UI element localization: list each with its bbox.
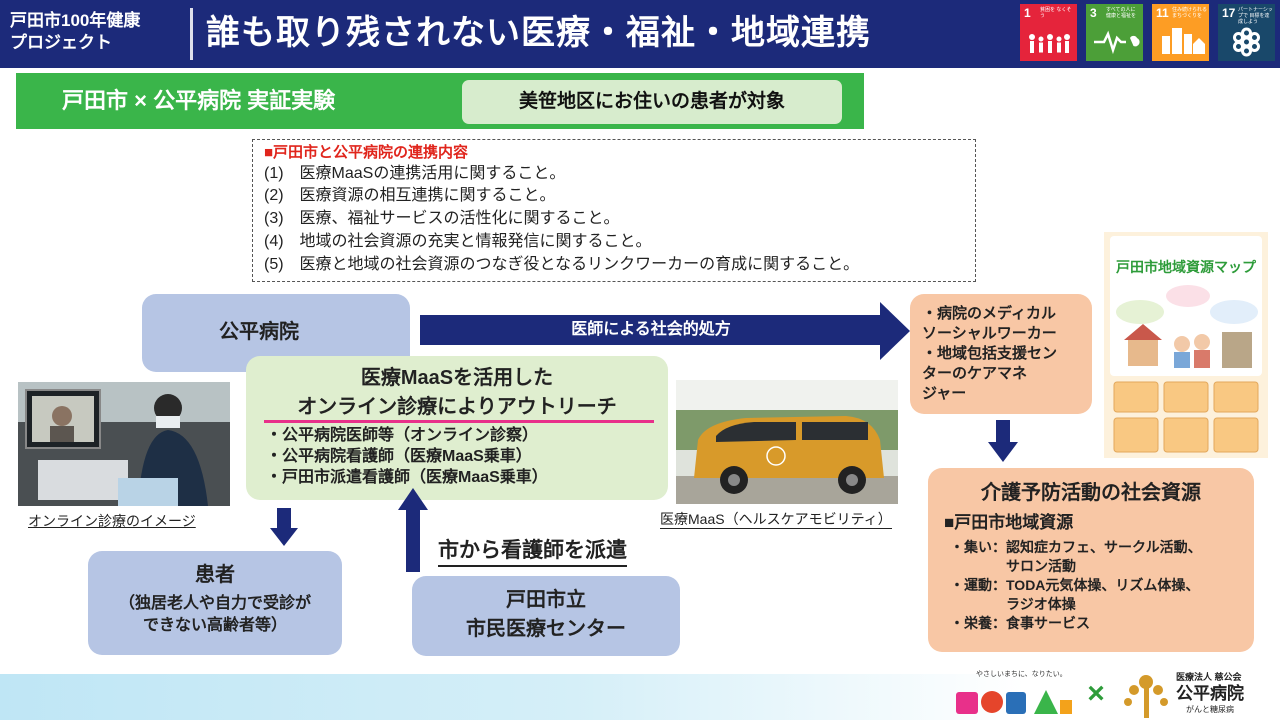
collaboration-item: (4) 地域の社会資源の充実と情報発信に関すること。 [264, 233, 652, 250]
patient-title: 患者 [195, 564, 235, 586]
arrow-down-icon [988, 420, 1018, 462]
maas-outreach-box [246, 356, 668, 500]
arrow-head-right-icon [880, 302, 910, 360]
toda-logo [956, 690, 1072, 714]
maas-item: ・戸田市派遣看護師（医療MaaS乗車） [266, 469, 548, 486]
care-resource-item: サロン活動 [950, 558, 1076, 574]
kohei-hospital-logo [1124, 675, 1168, 718]
resource-map-brochure: 戸田市地域資源マップ [1104, 232, 1268, 458]
social-prescription-label: 医師による社会的処方 [571, 321, 731, 338]
sdg-1-icon: 1 貧困を なくそう [1020, 4, 1077, 61]
vehicle-photo-caption: 医療MaaS（ヘルスケアモビリティ） [660, 511, 892, 529]
social-worker-line: ターのケアマネ [922, 365, 1028, 382]
care-resource-item: ・集い：認知症カフェ、サークル活動、 [950, 539, 1202, 555]
online-photo-caption: オンライン診療のイメージ [28, 513, 196, 529]
collaboration-item: (1) 医療MaaSの連携活用に関すること。 [264, 165, 566, 182]
hospital-label: 公平病院 [219, 321, 299, 343]
arrow-up-icon [398, 488, 428, 572]
online-consultation-photo [18, 382, 230, 506]
care-prevention-title: 介護予防活動の社会資源 [981, 482, 1201, 504]
care-resource-item: ・運動：TODA元気体操、リズム体操、 [950, 577, 1200, 593]
social-worker-line: ・地域包括支援セン [922, 345, 1058, 362]
collaboration-box [252, 139, 976, 282]
care-prevention-box [928, 468, 1254, 652]
care-resources-subtitle: ■戸田市地域資源 [944, 513, 1074, 532]
collaboration-heading: ■戸田市と公平病院の連携内容 [264, 144, 469, 161]
project-name-line2: プロジェクト [10, 33, 112, 52]
social-worker-box [910, 294, 1092, 414]
collaboration-item: (2) 医療資源の相互連携に関すること。 [264, 187, 556, 204]
toda-tagline: やさしいまちに、なりたい。 [976, 671, 1067, 678]
sdg-17-icon: 17 パートナーシップで 目標を達成しよう [1218, 4, 1275, 61]
nurse-dispatch-label: 市から看護師を派遣 [438, 537, 627, 567]
social-worker-line: ・病院のメディカル [922, 305, 1056, 322]
collaboration-item: (5) 医療と地域の社会資源のつなぎ役となるリンクワーカーの育成に関すること。 [264, 256, 860, 273]
header-divider [190, 8, 193, 60]
arrow-down-icon [270, 508, 298, 546]
sdg-3-icon: 3 すべての人に 健康と福祉を [1086, 4, 1143, 61]
care-resource-item: ラジオ体操 [950, 596, 1076, 612]
collaboration-item: (3) 医療、福祉サービスの活性化に関すること。 [264, 210, 620, 227]
maas-title-line1: 医療MaaSを活用した [360, 367, 554, 389]
kohei-hospital-specialty: がんと糖尿病 [1186, 705, 1234, 714]
social-prescription-arrow [420, 315, 882, 345]
patient-description-line: できない高齢者等） [142, 617, 287, 634]
maas-title-underline [264, 420, 654, 423]
patient-box [88, 551, 342, 655]
kohei-hospital-name: 公平病院 [1176, 684, 1244, 703]
kohei-corporation-name: 医療法人 慈公会 [1176, 672, 1242, 682]
maas-vehicle-photo [676, 380, 898, 504]
brochure-title: 戸田市地域資源マップ [1116, 259, 1257, 275]
patient-description-line: （独居老人や自力で受診が [118, 595, 311, 612]
care-resource-item: ・栄養：食事サービス [950, 615, 1090, 631]
project-name-line1: 戸田市100年健康 [10, 11, 141, 30]
target-area-chip: 美笹地区にお住いの患者が対象 [462, 80, 842, 124]
maas-item: ・公平病院医師等（オンライン診察） [266, 427, 539, 444]
social-worker-line: ジャー [922, 385, 967, 402]
page-title: 誰も取り残されない医療・福祉・地域連携 [206, 14, 871, 52]
sdg-11-icon: 11 住み続けられる まちづくりを [1152, 4, 1209, 61]
collaboration-cross-icon: × [1087, 677, 1105, 710]
maas-item: ・公平病院看護師（医療MaaS乗車） [266, 448, 532, 465]
medical-center-line2: 市民医療センター [466, 618, 626, 640]
social-worker-text: ・病院のメディカル ソーシャルワーカー ・地域包括支援セン ターのケアマネ ジャ… [922, 304, 1088, 404]
experiment-title: 戸田市 × 公平病院 実証実験 [62, 88, 336, 113]
social-worker-line: ソーシャルワーカー [922, 325, 1057, 342]
medical-center-box [412, 576, 680, 656]
maas-title-line2: オンライン診療によりアウトリーチ [297, 396, 617, 418]
patient-description: （独居老人や自力で受診が できない高齢者等） [88, 593, 342, 637]
medical-center-line1: 戸田市立 [506, 589, 586, 611]
project-name: 戸田市100年健康 プロジェクト [10, 10, 186, 54]
